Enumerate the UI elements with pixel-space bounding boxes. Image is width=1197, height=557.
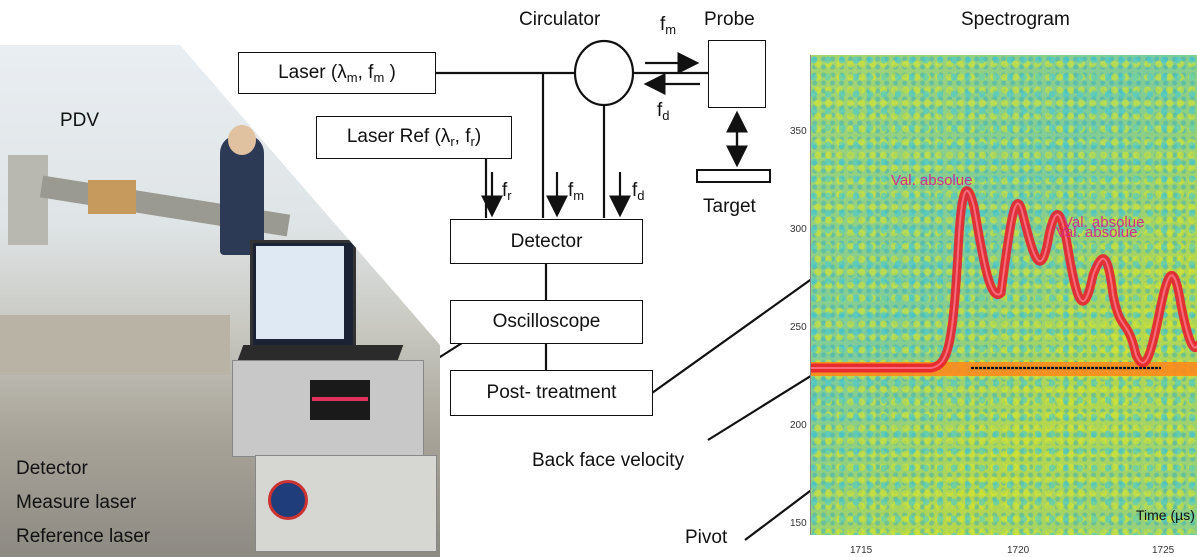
y-tick-150: 150	[790, 518, 807, 529]
spectrogram-title: Spectrogram	[961, 9, 1070, 30]
detector-box: Detector	[450, 219, 643, 264]
x-tick-1725: 1725	[1152, 545, 1175, 556]
x-axis-label: Time (µs)	[1136, 507, 1195, 523]
fm-top-label: fm	[660, 14, 677, 37]
operator-head	[228, 125, 256, 155]
fm-arrow-label: fm	[568, 180, 585, 203]
oscilloscope-box: Oscilloscope	[450, 300, 643, 344]
y-tick-350: 350	[790, 126, 807, 137]
rack-logo	[268, 480, 308, 520]
operator-figure	[220, 135, 264, 255]
velocity-curve-core	[811, 189, 1197, 369]
fr-arrow-label: fr	[502, 180, 512, 203]
fd-arrow-label: fd	[632, 180, 645, 203]
spectrogram-image: Val. absolue Val. absolue Val. absolue T…	[810, 55, 1197, 535]
cardboard-box	[88, 180, 136, 214]
lab-bench	[0, 315, 230, 375]
bracket-label-reference-laser: Reference laser	[16, 526, 151, 547]
y-tick-200: 200	[790, 420, 807, 431]
y-tick-300: 300	[790, 224, 807, 235]
pdv-probe-housing	[8, 155, 48, 245]
laptop-display	[256, 246, 344, 339]
circulator-symbol	[573, 39, 635, 107]
annotation-3: Val. absolue	[1056, 224, 1137, 241]
target-label: Target	[703, 196, 756, 217]
bracket-label-detector: Detector	[16, 458, 88, 479]
annotation-2: Val. absolue	[1063, 214, 1144, 231]
oscilloscope-trace	[312, 397, 368, 401]
probe-box	[708, 40, 766, 108]
annotation-1: Val. absolue	[891, 172, 972, 189]
bracket-label-measure-laser: Measure laser	[16, 492, 137, 513]
pdv-label: PDV	[60, 110, 100, 131]
laser-ref-box: Laser Ref (λr, fr)	[316, 116, 512, 159]
back-face-velocity-label: Back face velocity	[532, 450, 685, 471]
pivot-label: Pivot	[685, 527, 728, 548]
y-tick-250: 250	[790, 322, 807, 333]
post-treatment-box: Post- treatment	[450, 370, 653, 416]
target-plate	[696, 169, 771, 183]
x-tick-1720: 1720	[1007, 545, 1030, 556]
spectrogram-overlay: Val. absolue Val. absolue Val. absolue T…	[811, 172, 1197, 523]
probe-label: Probe	[704, 9, 755, 30]
circulator-label: Circulator	[519, 9, 601, 30]
laser-box: Laser (λm, fm )	[238, 52, 436, 94]
fd-top-label: fd	[657, 100, 670, 123]
x-tick-1715: 1715	[850, 545, 873, 556]
